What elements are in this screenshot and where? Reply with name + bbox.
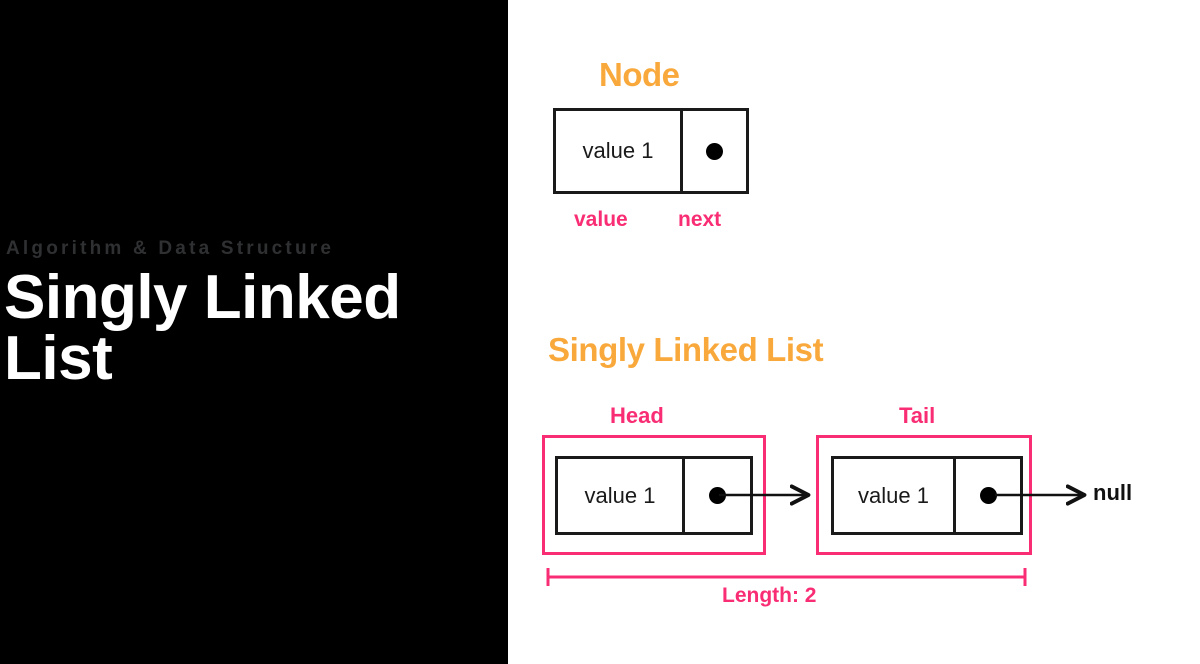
- length-label: Length: 2: [722, 584, 817, 607]
- pointer-dot-icon: [709, 487, 726, 504]
- node-next-label: next: [678, 208, 722, 231]
- connector-layer: [546, 0, 1200, 586]
- tail-pointer-label: Tail: [899, 403, 936, 428]
- pointer-dot-icon: [706, 142, 723, 160]
- head-pointer-label: Head: [610, 403, 664, 428]
- node-box-standalone: value 1: [553, 108, 749, 194]
- list-node-tail-value: value 1: [834, 459, 956, 532]
- node-value-cell: value 1: [556, 111, 683, 191]
- list-node-head: value 1: [555, 456, 753, 535]
- node-value-label: value: [574, 208, 628, 231]
- list-node-head-value: value 1: [558, 459, 685, 532]
- list-node-head-next: [685, 459, 750, 532]
- list-section-heading: Singly Linked List: [548, 331, 824, 368]
- linked-list-diagram: Head Tail value 1 value 1: [508, 0, 1200, 664]
- page-title: Singly Linked List: [4, 263, 401, 393]
- diagram-panel: Node value 1 value next Singly Linked Li…: [508, 0, 1200, 664]
- title-panel: Algorithm & Data Structure Singly Linked…: [0, 0, 508, 664]
- list-node-tail-next: [956, 459, 1020, 532]
- pointer-dot-icon: [979, 487, 997, 504]
- node-section-heading: Node: [599, 56, 680, 93]
- list-node-tail: value 1: [831, 456, 1023, 535]
- null-terminator-label: null: [1093, 480, 1133, 505]
- eyebrow-text: Algorithm & Data Structure: [6, 238, 335, 259]
- node-next-cell: [683, 111, 746, 191]
